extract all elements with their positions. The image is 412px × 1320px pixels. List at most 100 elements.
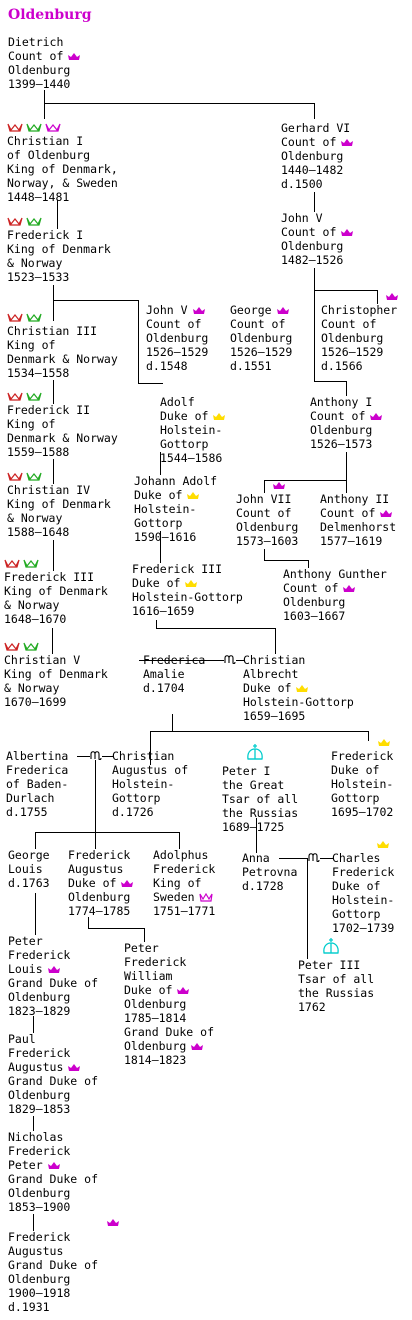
person-line: Oldenburg xyxy=(281,239,354,253)
gold-crown-icon xyxy=(377,841,389,848)
person-line: Christian III xyxy=(7,324,118,338)
person-line: Gottorp xyxy=(112,791,188,805)
person-line: d.1551 xyxy=(230,359,292,373)
person-text: Oldenburg xyxy=(8,1088,71,1102)
person-line: John V xyxy=(146,303,208,317)
person-text: 1616–1659 xyxy=(132,604,195,618)
person-text: Count of xyxy=(320,506,376,520)
person-line: Albrecht xyxy=(243,667,354,681)
person-line: 1526–1529 xyxy=(230,345,292,359)
person-text: Grand Duke of xyxy=(8,976,99,990)
red-crown-icon xyxy=(4,559,20,568)
person-text: Holstein- xyxy=(112,777,175,791)
person-text: Oldenburg xyxy=(8,1272,71,1286)
person-text: King of Denmark xyxy=(7,242,111,256)
person-text: 1448–1481 xyxy=(7,190,70,204)
person-text: 1523–1533 xyxy=(7,270,70,284)
person-line: 1523–1533 xyxy=(7,270,111,284)
person-text: Oldenburg xyxy=(236,520,299,534)
person-line: Oldenburg xyxy=(321,331,397,345)
person-line: of Oldenburg xyxy=(7,148,118,162)
person-text: Denmark & Norway xyxy=(7,352,118,366)
person-text: 1670–1699 xyxy=(4,695,67,709)
person-text: Oldenburg xyxy=(283,595,346,609)
person-line: Oldenburg xyxy=(281,149,354,163)
person-text: 1440–1482 xyxy=(281,163,344,177)
person-text: 1853–1900 xyxy=(8,1200,71,1214)
person-line: Count of xyxy=(236,506,298,520)
person-line: Peter xyxy=(8,1158,98,1172)
person-text: Tsar of all xyxy=(298,972,375,986)
person-text: Oldenburg xyxy=(146,331,209,345)
magenta-crown-icon xyxy=(273,482,285,489)
person-line: Frederick xyxy=(8,1144,98,1158)
person-text: Christian V xyxy=(4,653,81,667)
connector-line xyxy=(44,103,45,119)
person-line: d.1704 xyxy=(143,681,205,695)
person-text: Oldenburg xyxy=(321,331,384,345)
magenta-crown-icon xyxy=(343,585,356,592)
person-line: 1588–1648 xyxy=(7,525,111,539)
person-line: Adolphus xyxy=(153,848,215,862)
connector-line xyxy=(346,452,347,481)
magenta-crown-icon xyxy=(370,413,383,420)
red-crown-icon xyxy=(7,472,23,481)
person-line: 1751–1771 xyxy=(153,904,215,918)
magenta-crown-icon xyxy=(192,307,205,314)
person-line: 1544–1586 xyxy=(160,451,226,465)
person-line: Count of xyxy=(283,581,387,595)
person-text: John V xyxy=(146,303,188,317)
person-text: William xyxy=(124,969,173,983)
person-line: Oldenburg xyxy=(310,423,383,437)
person-line: 1526–1573 xyxy=(310,437,383,451)
person-line: Count of xyxy=(8,49,81,63)
green-crown-icon xyxy=(26,217,42,226)
connector-line xyxy=(314,290,378,291)
person-text: Norway, & Sweden xyxy=(7,176,118,190)
person-line: Oldenburg xyxy=(8,990,98,1004)
connector-line xyxy=(44,103,315,104)
person-text: Petrovna xyxy=(242,865,298,879)
person-text: Count of xyxy=(281,225,337,239)
person-line: Grand Duke of xyxy=(8,976,98,990)
person-line: Frederick xyxy=(8,1219,119,1244)
person-line: Frederick xyxy=(68,848,134,862)
person-text: 1482–1526 xyxy=(281,253,344,267)
person-line: Duke of xyxy=(132,576,243,590)
russian-crown-icon xyxy=(323,938,339,954)
person-line: Peter I xyxy=(222,764,298,778)
person-text: Duke of xyxy=(134,488,183,502)
person-line: Oldenburg xyxy=(8,63,81,77)
person-text: Grand Duke of xyxy=(124,1025,215,1039)
person-text: Christian xyxy=(112,749,175,763)
person-text: Anthony I xyxy=(310,395,373,409)
person-line: Count of xyxy=(281,225,354,239)
person-text: Tsar of all xyxy=(222,792,299,806)
person-text: Christian IV xyxy=(7,483,91,497)
person-line: Oldenburg xyxy=(8,1186,98,1200)
magenta-crown-icon xyxy=(47,966,60,973)
person-text: Christian xyxy=(243,653,306,667)
person-text: Frederica xyxy=(6,763,69,777)
person-text: d.1566 xyxy=(321,359,363,373)
person-text: Anthony II xyxy=(320,492,390,506)
green-crown-icon xyxy=(26,123,42,132)
person-line: 1702–1739 xyxy=(332,921,394,935)
connector-line xyxy=(314,381,347,382)
person-text: 1762 xyxy=(298,1000,326,1014)
person-text: the Great xyxy=(222,778,285,792)
connector-line xyxy=(95,832,96,849)
person-text: 1900–1918 xyxy=(8,1286,71,1300)
connector-line xyxy=(88,917,89,929)
